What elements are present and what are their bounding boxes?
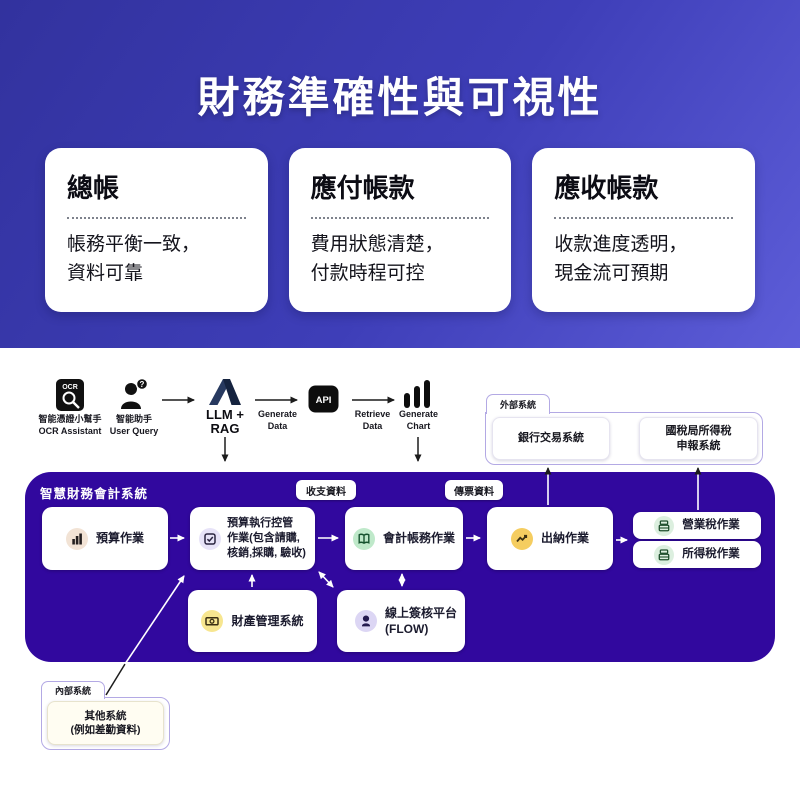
asset-management-box: 財產管理系統 <box>188 590 317 652</box>
approval-stamp-icon <box>355 610 377 632</box>
budget-work-box: 預算作業 <box>42 507 168 570</box>
money-icon <box>201 610 224 632</box>
card-accounts-payable: 應付帳款 費用狀態清楚，付款時程可控 <box>288 148 512 312</box>
business-tax-box: 營業稅作業 <box>633 512 761 539</box>
tax-register-icon <box>654 544 675 565</box>
income-expense-data-badge: 收支資料 <box>296 480 356 500</box>
external-systems-tab: 外部系統 <box>486 394 550 414</box>
ocr-document-icon: OCR <box>53 377 87 413</box>
user-query-label: 智能助手 User Query <box>109 414 159 436</box>
card-body: 帳務平衡一致，資料可靠 <box>67 234 201 284</box>
card-divider <box>67 217 246 219</box>
svg-text:?: ? <box>140 380 145 389</box>
smart-finance-system-title: 智慧財務會計系統 <box>40 487 149 501</box>
page-title: 財務準確性與可視性 <box>197 74 603 121</box>
voucher-data-badge: 傳票資料 <box>445 480 503 500</box>
bar-chart-icon <box>401 379 433 408</box>
card-title: 總帳 <box>67 173 120 203</box>
llm-rag-label: LLM + RAG <box>206 407 244 437</box>
accounting-work-box: 會計帳務作業 <box>345 507 463 570</box>
generate-data-label: Generate Data <box>257 409 298 431</box>
tax-register-icon <box>654 515 675 536</box>
summary-cards: 總帳 帳務平衡一致，資料可靠 應付帳款 費用狀態清楚，付款時程可控 應收帳款 收… <box>45 148 756 312</box>
card-accounts-receivable: 應收帳款 收款進度透明，現金流可預期 <box>532 148 756 312</box>
ocr-assistant-label: 智能憑證小幫手 OCR Assistant <box>38 414 102 436</box>
national-tax-system-box: 國稅局所得稅 申報系統 <box>639 417 758 460</box>
internal-systems-tab: 內部系統 <box>41 681 105 699</box>
flow-platform-box: 線上簽核平台 (FLOW) <box>337 590 465 652</box>
api-icon: API <box>307 385 339 413</box>
card-title: 應收帳款 <box>554 173 659 203</box>
budget-control-label: 預算執行控管 作業(包含請購, 核銷,採購, 驗收) <box>227 517 306 559</box>
budget-bars-icon <box>65 527 88 550</box>
other-system-box: 其他系統 (例如差勤資料) <box>47 701 164 745</box>
svg-text:OCR: OCR <box>62 384 78 391</box>
card-body: 收款進度透明，現金流可預期 <box>554 234 688 284</box>
trend-line-icon <box>510 527 533 550</box>
retrieve-data-label: Retrieve Data <box>354 409 391 431</box>
income-tax-box: 所得稅作業 <box>633 541 761 568</box>
book-icon <box>352 527 375 550</box>
card-general-ledger: 總帳 帳務平衡一致，資料可靠 <box>45 148 268 312</box>
azure-llm-icon <box>206 377 244 407</box>
user-query-icon: ? <box>118 377 150 411</box>
bank-transaction-system-box: 銀行交易系統 <box>492 417 610 460</box>
card-body: 費用狀態清楚，付款時程可控 <box>310 234 444 284</box>
card-divider <box>310 217 490 219</box>
card-divider <box>554 217 734 219</box>
cashier-work-box: 出納作業 <box>487 507 613 570</box>
card-title: 應付帳款 <box>310 173 415 203</box>
generate-chart-label: Generate Chart <box>398 409 439 431</box>
budget-control-box: 預算執行控管 作業(包含請購, 核銷,採購, 驗收) <box>190 507 315 570</box>
flow-platform-label: 線上簽核平台 (FLOW) <box>385 605 458 636</box>
checklist-icon <box>199 527 222 550</box>
svg-text:API: API <box>315 395 331 406</box>
